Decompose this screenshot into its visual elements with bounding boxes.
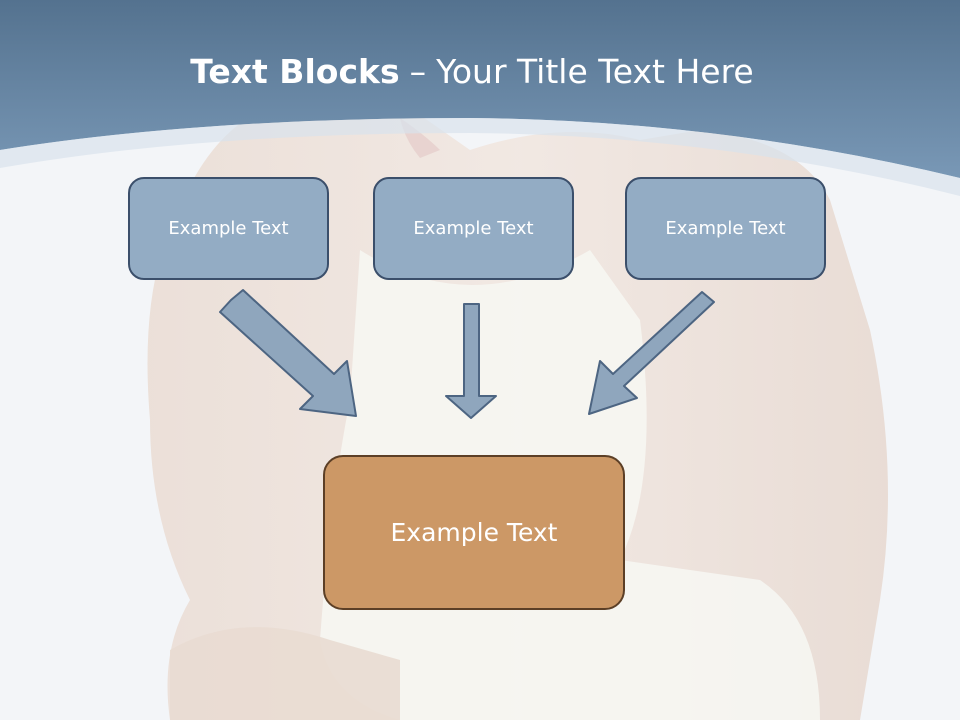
top-box-center-label: Example Text [413,218,534,239]
center-box-label: Example Text [390,518,558,547]
title-rest-part: Your Title Text Here [436,52,754,91]
top-box-right: Example Text [625,177,826,280]
arrow-center-down [445,303,497,419]
center-box: Example Text [323,455,625,610]
top-box-left: Example Text [128,177,329,280]
title-dash: – [409,52,427,91]
top-box-left-label: Example Text [168,218,289,239]
top-box-center: Example Text [373,177,574,280]
arrow-right-diagonal [588,291,715,415]
top-box-right-label: Example Text [665,218,786,239]
slide-title: Text Blocks–Your Title Text Here [0,52,944,91]
title-bold-part: Text Blocks [190,52,400,91]
arrow-left-diagonal [219,289,357,417]
